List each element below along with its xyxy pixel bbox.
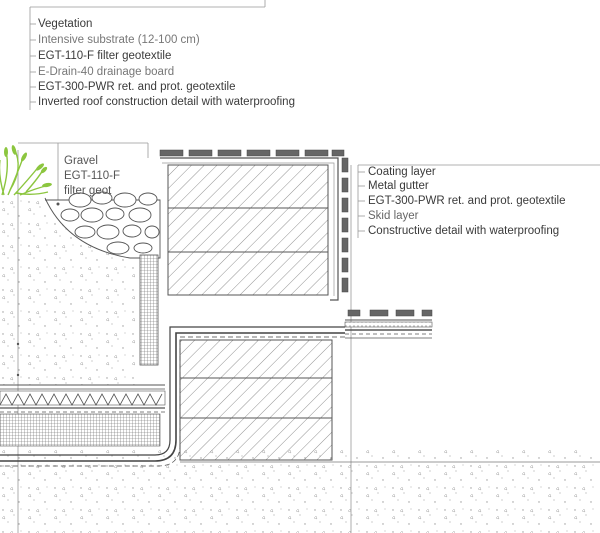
label-skid-layer: Skid layer (368, 210, 419, 222)
label-filter-geotextile: EGT-110-F filter geotextile (38, 50, 172, 62)
label-egt-110-f: EGT-110-F (64, 170, 121, 182)
label-gravel: Gravel (64, 155, 98, 167)
label-vegetation: Vegetation (38, 18, 93, 30)
label-filter-geot: filter geot (64, 185, 112, 197)
label-intensive-substrate: Intensive substrate (12-100 cm) (38, 34, 200, 46)
markers (16, 202, 60, 377)
label-coating-layer: Coating layer (368, 166, 436, 178)
gravel-bed (44, 191, 161, 259)
right-roof-coping (347, 309, 433, 317)
waterproofing-membrane (0, 326, 345, 467)
coating-layer-blocks (159, 149, 349, 293)
soil-lower (0, 450, 600, 533)
vegetation-leaves (4, 145, 52, 188)
top-label-ticks (30, 23, 36, 103)
right-label-ticks (358, 171, 365, 232)
label-metal-gutter: Metal gutter (368, 180, 429, 192)
vertical-drainage-strip (139, 254, 159, 366)
label-protection-geotextile: EGT-300-PWR ret. and prot. geotextile (38, 81, 236, 93)
right-roof-layers (344, 319, 433, 339)
label-egt-300-pwr: EGT-300-PWR ret. and prot. geotextile (368, 195, 566, 207)
label-constructive-detail: Constructive detail with waterproofing (368, 225, 560, 237)
metal-gutter (160, 157, 339, 301)
label-inverted-roof-detail: Inverted roof construction detail with w… (38, 96, 295, 108)
left-roof-layers (0, 384, 166, 447)
label-drainage-board: E-Drain-40 drainage board (38, 66, 175, 78)
parapet-block (167, 164, 329, 296)
soil-substrate (0, 200, 135, 385)
structural-slab (179, 339, 333, 461)
